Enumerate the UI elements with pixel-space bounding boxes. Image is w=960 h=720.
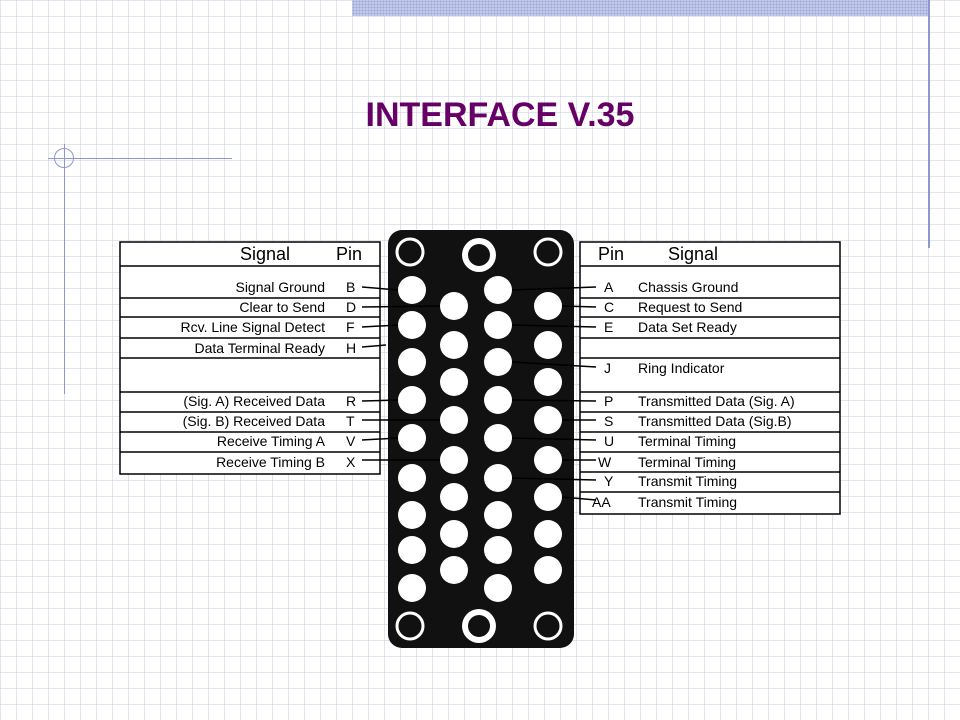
right-signal-label: Transmit Timing bbox=[638, 494, 737, 510]
decorative-circle bbox=[54, 148, 74, 168]
right-signal-label: Transmitted Data (Sig. A) bbox=[638, 393, 795, 409]
left-header-signal: Signal bbox=[240, 244, 290, 264]
left-pin-label: T bbox=[346, 413, 355, 429]
pin-socket-column-1 bbox=[398, 276, 426, 602]
left-pin-label: F bbox=[346, 319, 355, 335]
right-pin-label: P bbox=[604, 393, 613, 409]
left-pin-label: D bbox=[346, 299, 356, 315]
right-pin-label: J bbox=[604, 360, 611, 376]
left-pin-table: Signal Pin Signal Ground B Clear to Send… bbox=[119, 241, 381, 475]
right-signal-label: Transmitted Data (Sig.B) bbox=[638, 413, 792, 429]
left-header-pin: Pin bbox=[336, 244, 362, 264]
left-pin-label: R bbox=[346, 393, 356, 409]
right-pin-label: W bbox=[598, 454, 612, 470]
right-pin-label: E bbox=[604, 319, 613, 335]
v35-connector bbox=[388, 230, 574, 648]
right-signal-label: Data Set Ready bbox=[638, 319, 737, 335]
left-signal-label: Data Terminal Ready bbox=[195, 340, 325, 356]
decorative-vertical-line bbox=[928, 0, 930, 248]
left-pin-label: X bbox=[346, 454, 356, 470]
right-pin-label: C bbox=[604, 299, 614, 315]
right-signal-label: Chassis Ground bbox=[638, 279, 738, 295]
right-pin-label: Y bbox=[604, 473, 614, 489]
left-signal-label: (Sig. A) Received Data bbox=[183, 393, 325, 409]
right-header-signal: Signal bbox=[668, 244, 718, 264]
pin-leader-lines bbox=[361, 286, 597, 501]
left-pin-label: B bbox=[346, 279, 355, 295]
pin-socket-column-3 bbox=[484, 276, 512, 602]
right-signal-label: Request to Send bbox=[638, 299, 742, 315]
right-pin-table: Pin Signal A Chassis Ground C Request to… bbox=[579, 241, 841, 515]
left-signal-label: Rcv. Line Signal Detect bbox=[181, 319, 326, 335]
right-signal-label: Terminal Timing bbox=[638, 433, 736, 449]
mounting-hole bbox=[395, 237, 563, 641]
right-signal-label: Terminal Timing bbox=[638, 454, 736, 470]
left-signal-label: Receive Timing B bbox=[216, 454, 325, 470]
left-signal-label: Clear to Send bbox=[239, 299, 325, 315]
slide-title: INTERFACE V.35 bbox=[365, 96, 635, 134]
right-signal-label: Transmit Timing bbox=[638, 473, 737, 489]
decorative-horizontal-line bbox=[48, 158, 232, 159]
left-signal-label: Signal Ground bbox=[235, 279, 325, 295]
right-pin-label: AA bbox=[592, 494, 611, 510]
pin-socket-column-4 bbox=[534, 292, 562, 584]
header-decoration-bar bbox=[352, 0, 930, 16]
right-pin-label: A bbox=[604, 279, 614, 295]
right-pin-label: U bbox=[604, 433, 614, 449]
left-pin-label: H bbox=[346, 340, 356, 356]
right-header-pin: Pin bbox=[598, 244, 624, 264]
right-signal-label: Ring Indicator bbox=[638, 360, 725, 376]
left-pin-label: V bbox=[346, 433, 356, 449]
decorative-vertical-line-left bbox=[64, 144, 65, 394]
pin-socket-column-2 bbox=[440, 292, 468, 584]
left-signal-label: (Sig. B) Received Data bbox=[183, 413, 326, 429]
jack-screw bbox=[462, 238, 496, 643]
left-signal-label: Receive Timing A bbox=[217, 433, 326, 449]
right-pin-label: S bbox=[604, 413, 613, 429]
